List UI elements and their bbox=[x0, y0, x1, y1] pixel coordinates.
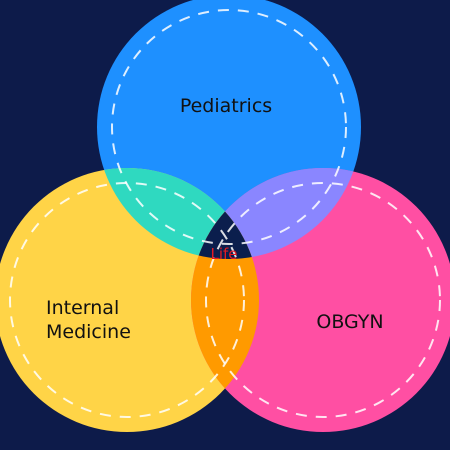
internal-medicine-label-line2: Medicine bbox=[46, 321, 131, 343]
obgyn-label: OBGYN bbox=[316, 311, 383, 333]
center-label: Life bbox=[210, 245, 237, 263]
pediatrics-dashed-ring bbox=[111, 9, 347, 245]
internal-medicine-label-line1: Internal bbox=[46, 297, 119, 319]
obgyn-dashed-ring bbox=[205, 182, 441, 418]
overlap-pediatrics-internal bbox=[97, 168, 259, 259]
pediatrics-label: Pediatrics bbox=[180, 95, 272, 117]
overlap-pediatrics-obgyn bbox=[191, 168, 361, 259]
internal-medicine-label: Internal Medicine bbox=[46, 297, 131, 343]
internal-medicine-dashed-ring bbox=[9, 182, 245, 418]
